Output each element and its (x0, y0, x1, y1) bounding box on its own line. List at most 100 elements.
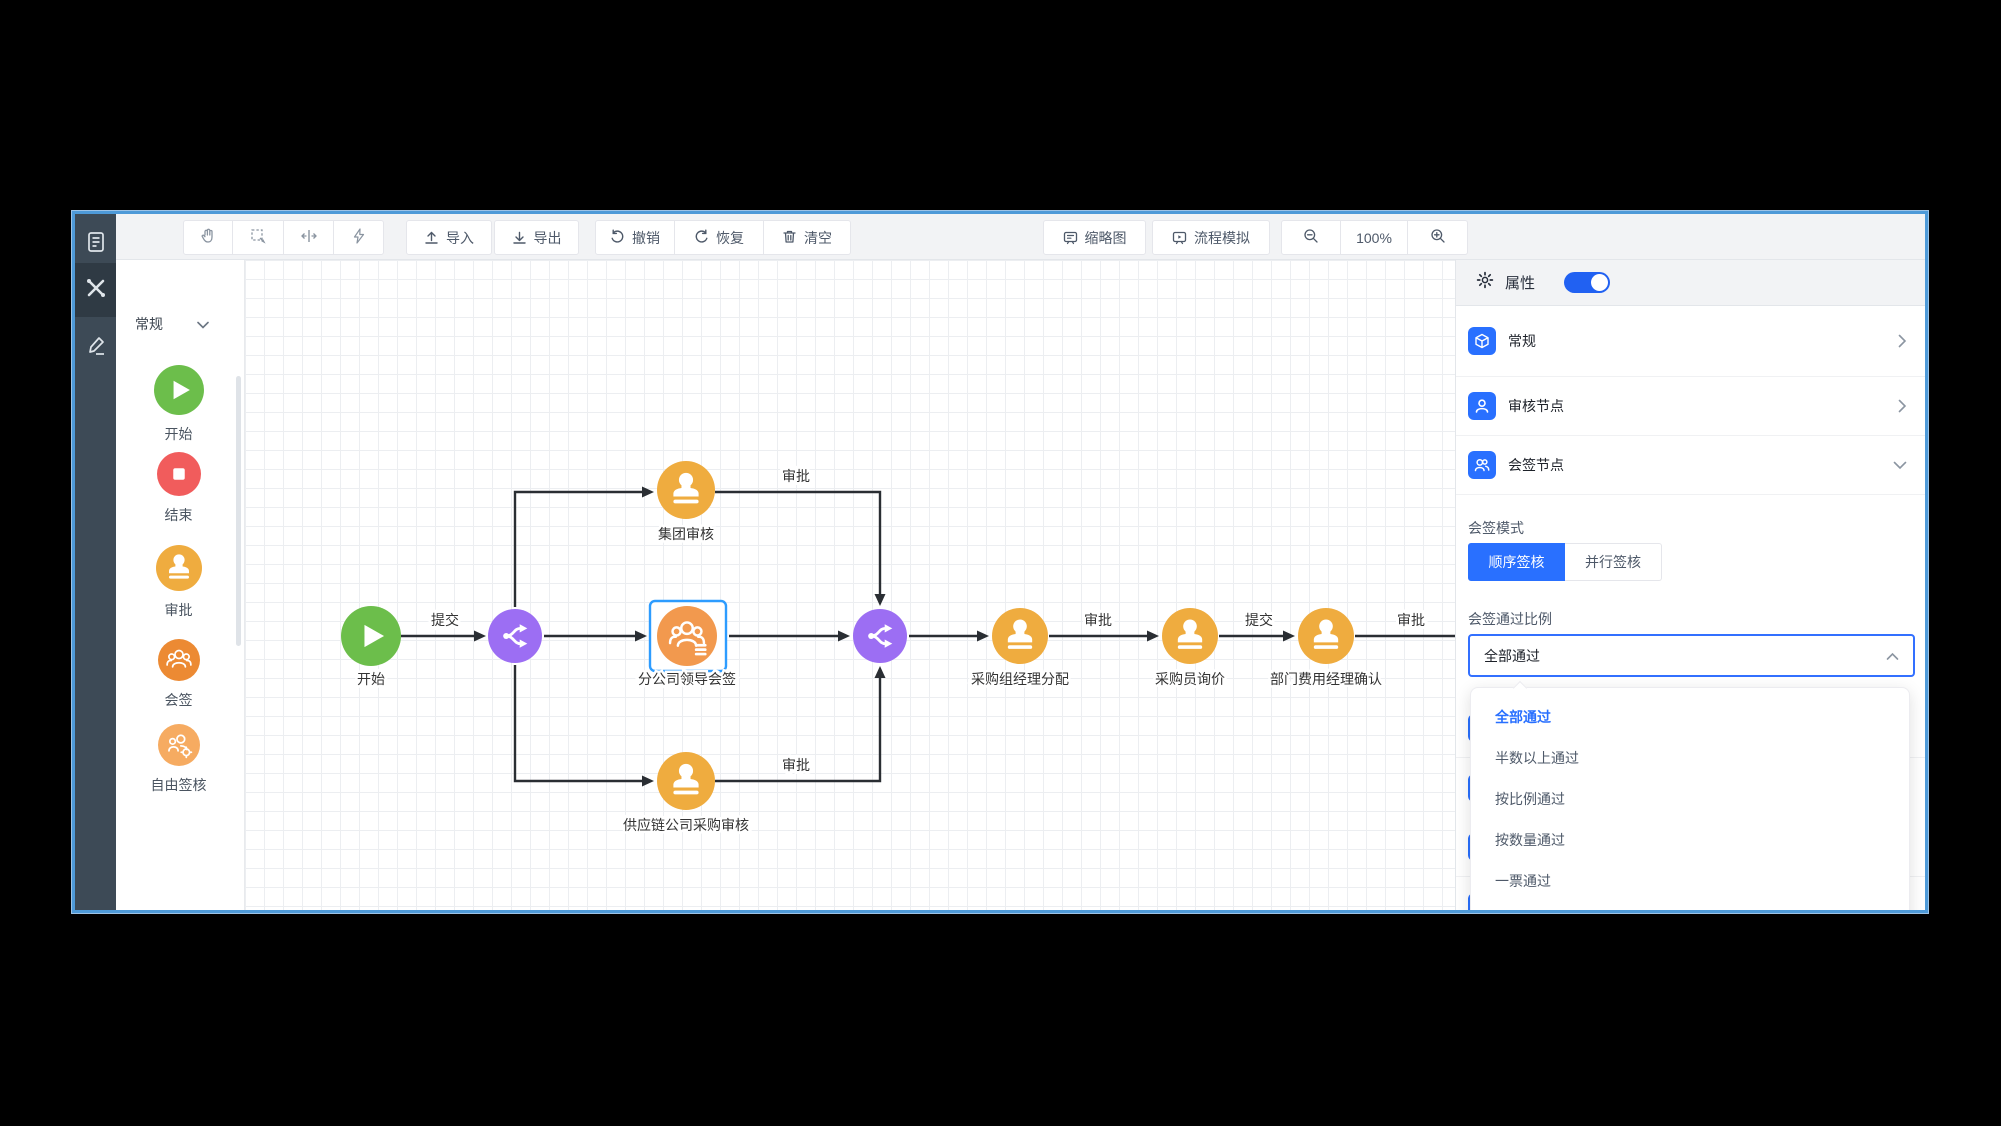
zoom-in-button[interactable] (1408, 220, 1468, 255)
section-row-1[interactable]: 审核节点 (1456, 377, 1925, 436)
svg-text:审批: 审批 (1397, 612, 1425, 628)
export-button[interactable]: 导出 (494, 220, 579, 255)
redo-button[interactable]: 恢复 (675, 220, 764, 255)
zoom-level-value: 100% (1356, 229, 1392, 246)
zoom-out-button[interactable] (1281, 220, 1341, 255)
palette-header[interactable]: 常规 (135, 314, 209, 334)
design-tools-icon (85, 277, 107, 304)
flow-node-bumen[interactable] (1298, 608, 1354, 664)
approve-node-icon (155, 545, 202, 591)
dropdown-option-1[interactable]: 半数以上通过 (1495, 749, 1579, 766)
section-label: 审核节点 (1508, 398, 1564, 414)
svg-text:提交: 提交 (431, 612, 459, 628)
node-palette: 常规 开始 结束 审批 会签 自由签核 (116, 260, 245, 910)
flow-node-start[interactable] (341, 606, 401, 666)
document-icon (86, 231, 106, 258)
palette-scrollbar[interactable] (236, 376, 241, 646)
palette-item-label: 结束 (164, 507, 193, 523)
zoom-in-icon (1430, 228, 1446, 247)
properties-panel: 属性 常规 审核节点 会签节点 会签模式 顺序签核 并行签核 会签通过比例 全部… (1455, 260, 1925, 910)
sidebar-item-edit[interactable] (75, 320, 116, 374)
undo-icon (610, 229, 625, 247)
pencil-icon (86, 334, 106, 361)
section-row-2[interactable]: 会签节点 (1456, 436, 1925, 495)
start-node-icon (153, 365, 204, 415)
fit-width-icon (300, 228, 317, 247)
section-label: 会签节点 (1508, 457, 1564, 473)
canvas-tools-group (183, 220, 384, 255)
section-row-0[interactable]: 常规 (1456, 306, 1925, 377)
dropdown-option-5: 一票否决 (1471, 901, 1909, 910)
undo-button[interactable]: 撤销 (595, 220, 675, 255)
activity-bar (75, 214, 116, 910)
flow-diagram: 提交审批审批审批提交审批 开始 集团审核 分公司领导会签 供应链公司采购审核 采… (341, 461, 1455, 836)
dropdown-option-0[interactable]: 全部通过 (1495, 708, 1551, 725)
simulate-label: 流程模拟 (1194, 229, 1250, 246)
upload-icon (424, 230, 439, 245)
minimap-label: 缩略图 (1084, 229, 1127, 246)
palette-header-label: 常规 (135, 316, 163, 332)
import-button[interactable]: 导入 (406, 220, 492, 255)
countersign-node-icon (157, 639, 200, 681)
sidebar-item-designer[interactable] (75, 263, 116, 317)
zoom-level: 100% (1341, 220, 1408, 255)
minimap-button[interactable]: 缩略图 (1043, 220, 1146, 255)
properties-title: 属性 (1505, 275, 1536, 292)
flow-canvas[interactable]: 提交审批审批审批提交审批 开始 集团审核 分公司领导会签 供应链公司采购审核 采… (245, 260, 1455, 910)
clear-button[interactable]: 清空 (764, 220, 851, 255)
flow-node-jituan[interactable] (657, 461, 715, 519)
section-label: 常规 (1508, 333, 1536, 349)
simulate-button[interactable]: 流程模拟 (1152, 220, 1270, 255)
freesign-node-icon (157, 724, 200, 766)
lightning-button[interactable] (334, 220, 384, 255)
person-icon (1468, 392, 1496, 420)
properties-toggle[interactable] (1564, 272, 1611, 293)
flow-node-gw1[interactable] (488, 609, 542, 663)
flow-node-gongyinglian[interactable] (657, 752, 715, 810)
redo-icon (694, 229, 709, 247)
simulate-icon (1172, 230, 1187, 245)
toolbar: 导入 导出 撤销 恢复 清空 缩略图 (116, 214, 1925, 260)
sidebar-item-document[interactable] (75, 217, 116, 271)
svg-text:采购员询价: 采购员询价 (1155, 671, 1225, 687)
hand-tool-button[interactable] (183, 220, 233, 255)
flow-node-fengongsi[interactable] (657, 606, 717, 666)
sequential-sign-option[interactable]: 顺序签核 (1468, 543, 1565, 581)
fit-width-button[interactable] (284, 220, 334, 255)
palette-item-start[interactable]: 开始 (116, 365, 241, 444)
palette-item-label: 审批 (164, 602, 193, 618)
pass-ratio-select[interactable]: 全部通过 (1468, 634, 1915, 677)
svg-text:采购组经理分配: 采购组经理分配 (971, 671, 1069, 687)
flow-node-gw2[interactable] (853, 609, 907, 663)
chevron-right-icon (1898, 399, 1907, 413)
gear-icon (1476, 271, 1494, 294)
dropdown-option-2[interactable]: 按比例通过 (1495, 790, 1565, 807)
cube-icon (1468, 327, 1496, 355)
flow-node-caigouyuan[interactable] (1162, 608, 1218, 664)
trash-icon (782, 229, 797, 247)
download-icon (512, 230, 527, 245)
svg-text:审批: 审批 (782, 757, 810, 773)
zoom-group: 100% (1281, 220, 1468, 255)
svg-text:分公司领导会签: 分公司领导会签 (638, 671, 736, 687)
lightning-icon (351, 228, 367, 247)
redo-label: 恢复 (716, 229, 744, 246)
marquee-select-button[interactable] (233, 220, 284, 255)
palette-item-freesign[interactable]: 自由签核 (116, 724, 241, 795)
svg-text:集团审核: 集团审核 (658, 526, 714, 542)
palette-item-approve[interactable]: 审批 (116, 545, 241, 620)
pass-ratio-value: 全部通过 (1484, 647, 1540, 664)
svg-text:部门费用经理确认: 部门费用经理确认 (1270, 671, 1382, 687)
palette-item-countersign[interactable]: 会签 (116, 639, 241, 710)
palette-item-end[interactable]: 结束 (116, 452, 241, 525)
zoom-out-icon (1303, 228, 1319, 247)
undo-label: 撤销 (632, 229, 660, 246)
properties-header: 属性 (1456, 260, 1925, 306)
flow-node-caigouzu[interactable] (992, 608, 1048, 664)
hand-icon (200, 228, 216, 247)
dropdown-option-3[interactable]: 按数量通过 (1495, 831, 1565, 848)
pass-ratio-label: 会签通过比例 (1468, 611, 1552, 627)
dropdown-option-4[interactable]: 一票通过 (1495, 872, 1551, 889)
parallel-sign-option[interactable]: 并行签核 (1565, 543, 1662, 581)
chevron-up-icon (1886, 648, 1899, 664)
